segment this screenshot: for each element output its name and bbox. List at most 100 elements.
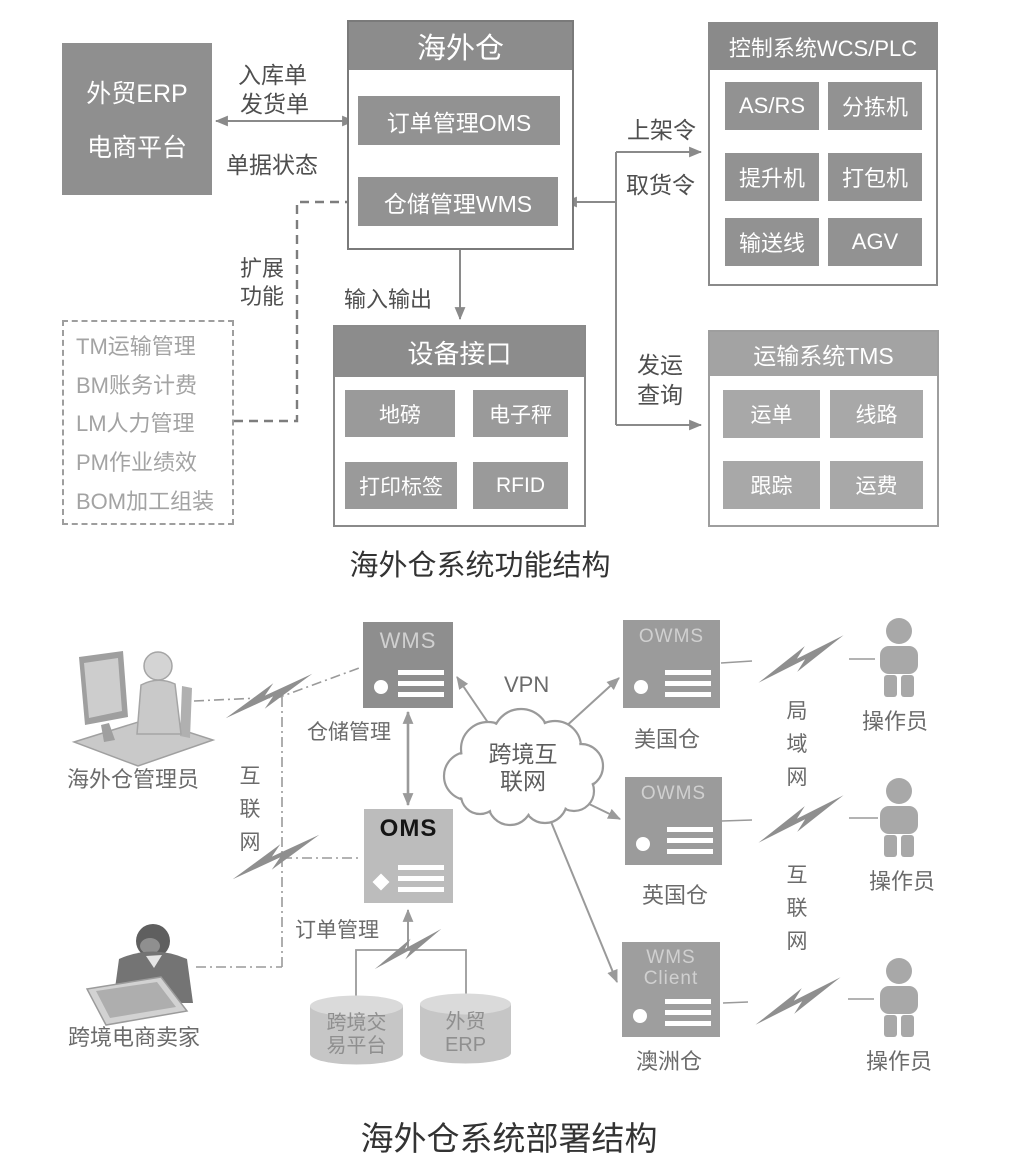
wcs-item-asrs: AS/RS xyxy=(725,82,819,130)
owms-uk-server: OWMS xyxy=(625,777,722,865)
label-extend-1: 扩展 xyxy=(240,256,285,281)
label-operator-1: 操作员 xyxy=(862,709,929,734)
device-item-escale: 电子秤 xyxy=(473,390,568,437)
oms-module: 订单管理OMS xyxy=(358,96,560,145)
server-slots-icon xyxy=(667,821,713,854)
oms-server: OMS xyxy=(364,809,453,903)
server-led-icon xyxy=(374,680,388,694)
operator-icons xyxy=(880,618,918,1037)
wms-module: 仓储管理WMS xyxy=(358,177,558,226)
server-slots-icon xyxy=(665,664,711,697)
wms-client-name-2: Client xyxy=(643,968,699,989)
server-led-icon xyxy=(633,1009,647,1023)
extension-item-bm: BM账务计费 xyxy=(76,372,198,398)
label-order-mgmt: 订单管理 xyxy=(295,919,379,942)
owms-us-server-name: OWMS xyxy=(638,626,705,647)
label-vpn: VPN xyxy=(504,672,550,697)
label-au-warehouse: 澳洲仓 xyxy=(636,1049,703,1074)
extension-item-lm: LM人力管理 xyxy=(76,411,195,437)
db-erp-line2: ERP xyxy=(444,1034,487,1056)
server-slots-icon xyxy=(398,664,444,697)
erp-line1: 外贸ERP xyxy=(86,80,188,108)
extension-functions-box: TM运输管理 BM账务计费 LM人力管理 PM作业绩效 BOM加工组装 xyxy=(62,320,234,525)
wms-client-server: WMS Client xyxy=(622,942,720,1037)
label-operator-3: 操作员 xyxy=(866,1049,933,1074)
wcs-item-packer: 打包机 xyxy=(828,153,922,201)
overseas-warehouse-header: 海外仓 xyxy=(349,22,572,70)
label-internet-right: 互联网 xyxy=(786,864,808,953)
operator-person-icon xyxy=(880,778,918,857)
erp-platform-box: 外贸ERP 电商平台 xyxy=(62,43,212,195)
label-lan-right: 局域网 xyxy=(786,700,808,789)
deployment-title: 海外仓系统部署结构 xyxy=(360,1120,658,1157)
db-trade-platform-label: 跨境交 易平台 xyxy=(310,1012,403,1058)
wms-server-name: WMS xyxy=(379,628,437,653)
extension-item-pm: PM作业绩效 xyxy=(76,450,198,476)
wcs-header: 控制系统WCS/PLC xyxy=(710,24,936,70)
db-cylinder-erp xyxy=(420,993,511,1064)
label-extend-2: 功能 xyxy=(240,284,285,309)
extension-item-bom: BOM加工组装 xyxy=(76,489,215,515)
seller-laptop-icon xyxy=(85,924,193,1026)
server-led-icon xyxy=(372,873,390,891)
tms-item-tracking: 跟踪 xyxy=(723,461,820,509)
extension-item-tm: TM运输管理 xyxy=(76,333,196,359)
operator-person-icon xyxy=(880,618,918,697)
server-slots-icon xyxy=(398,859,444,892)
functional-title: 海外仓系统功能结构 xyxy=(349,550,611,582)
device-item-rfid: RFID xyxy=(473,462,568,509)
db-trade-line1: 跨境交 xyxy=(326,1012,387,1034)
lightning-bolt-icon xyxy=(752,635,850,683)
erp-line2: 电商平台 xyxy=(86,134,187,162)
db-trade-line2: 易平台 xyxy=(326,1035,387,1057)
cloud-icon xyxy=(442,707,605,827)
label-input-output: 输入输出 xyxy=(344,287,433,312)
label-warehouse-mgmt: 仓储管理 xyxy=(307,721,391,744)
tms-item-route: 线路 xyxy=(830,390,923,438)
cloud-label: 跨境互 联网 xyxy=(456,741,590,795)
label-dispatch-2: 查询 xyxy=(637,382,683,408)
extension-dashed-link xyxy=(234,200,352,423)
wcs-item-sorter: 分拣机 xyxy=(828,82,922,130)
device-item-label: 打印标签 xyxy=(345,462,457,509)
wms-server: WMS xyxy=(363,622,453,708)
db-erp-line1: 外贸 xyxy=(445,1011,486,1033)
operator-person-icon xyxy=(880,958,918,1037)
cloud-label-1: 跨境互 xyxy=(488,741,558,767)
label-doc-status: 单据状态 xyxy=(226,152,318,178)
tms-header: 运输系统TMS xyxy=(710,332,937,376)
label-uk-warehouse: 英国仓 xyxy=(642,883,709,908)
label-pickup-order: 取货令 xyxy=(626,172,695,198)
tms-item-waybill: 运单 xyxy=(723,390,820,438)
wcs-item-agv: AGV xyxy=(828,218,922,266)
server-slots-icon xyxy=(665,993,711,1026)
oms-server-name: OMS xyxy=(379,815,438,842)
label-putaway-order: 上架令 xyxy=(627,117,696,143)
lightning-bolt-icon xyxy=(749,977,847,1025)
wcs-item-conveyor: 输送线 xyxy=(725,218,819,266)
label-delivery-order: 发货单 xyxy=(240,91,309,117)
db-cylinder-trade-platform xyxy=(310,995,403,1065)
lightning-bolt-icon xyxy=(221,673,317,719)
cloud-label-2: 联网 xyxy=(500,768,546,794)
tms-item-freight: 运费 xyxy=(830,461,923,509)
label-dispatch-1: 发运 xyxy=(637,352,683,378)
label-internet-left: 互联网 xyxy=(239,765,261,854)
wms-client-name-1: WMS xyxy=(646,947,696,968)
admin-computer-icon xyxy=(71,651,216,767)
owms-uk-server-name: OWMS xyxy=(640,783,707,804)
wcs-item-hoist: 提升机 xyxy=(725,153,819,201)
label-us-warehouse: 美国仓 xyxy=(634,727,701,752)
label-operator-2: 操作员 xyxy=(869,869,936,894)
device-interface-header: 设备接口 xyxy=(335,327,584,377)
lightning-bolt-icon xyxy=(752,795,850,843)
server-led-icon xyxy=(634,680,648,694)
server-led-icon xyxy=(636,837,650,851)
label-admin: 海外仓管理员 xyxy=(67,767,200,792)
label-seller: 跨境电商卖家 xyxy=(68,1025,201,1050)
label-inbound-order: 入库单 xyxy=(238,62,307,88)
db-erp-label: 外贸 ERP xyxy=(420,1011,511,1057)
owms-us-server: OWMS xyxy=(623,620,720,708)
